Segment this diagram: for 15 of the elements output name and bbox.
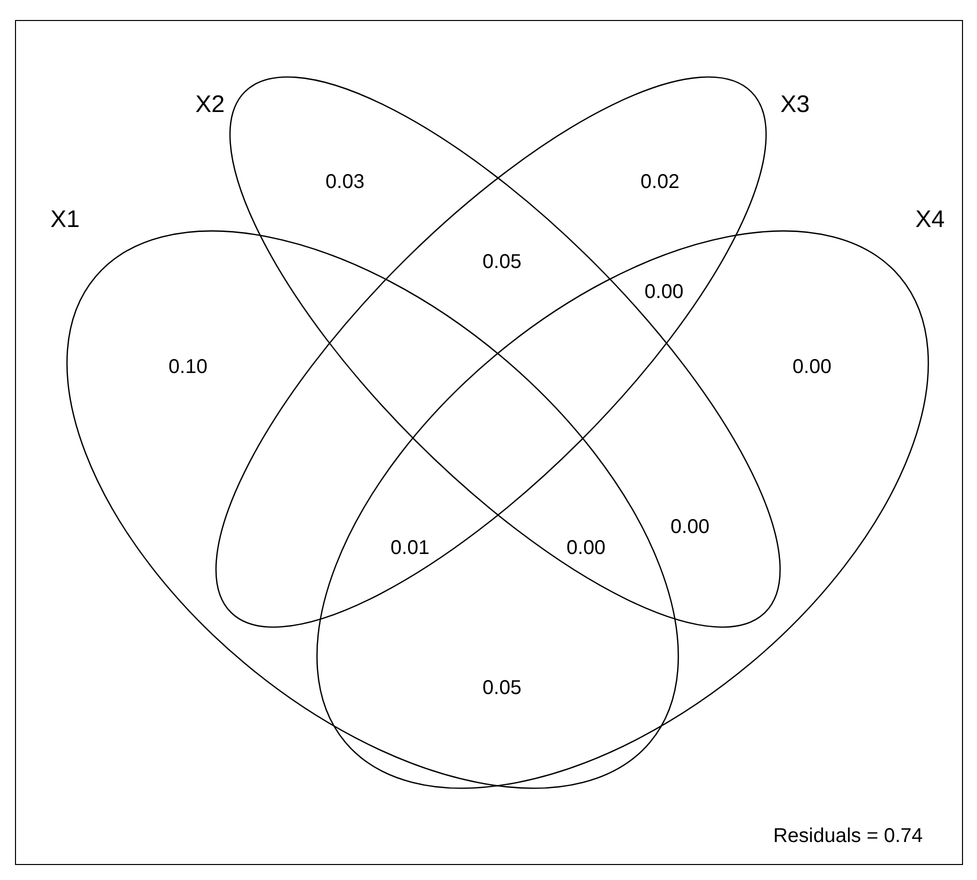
region-value: 0.00	[566, 538, 606, 558]
set-label: X1	[50, 208, 80, 232]
region-value: 0.03	[326, 172, 364, 192]
region-value: 0.00	[644, 282, 684, 302]
region-value: 0.01	[390, 538, 430, 558]
region-value: 0.00	[670, 517, 710, 537]
set-label: X2	[195, 93, 225, 117]
region-value: 0.00	[792, 357, 832, 377]
set-label: X3	[780, 93, 810, 117]
region-value: Residuals = 0.74	[773, 826, 923, 846]
region-value: 0.10	[168, 357, 208, 377]
set-label: X4	[915, 208, 945, 232]
region-value: 0.05	[482, 678, 522, 698]
region-value: 0.02	[640, 172, 680, 192]
region-value: 0.05	[482, 252, 522, 272]
